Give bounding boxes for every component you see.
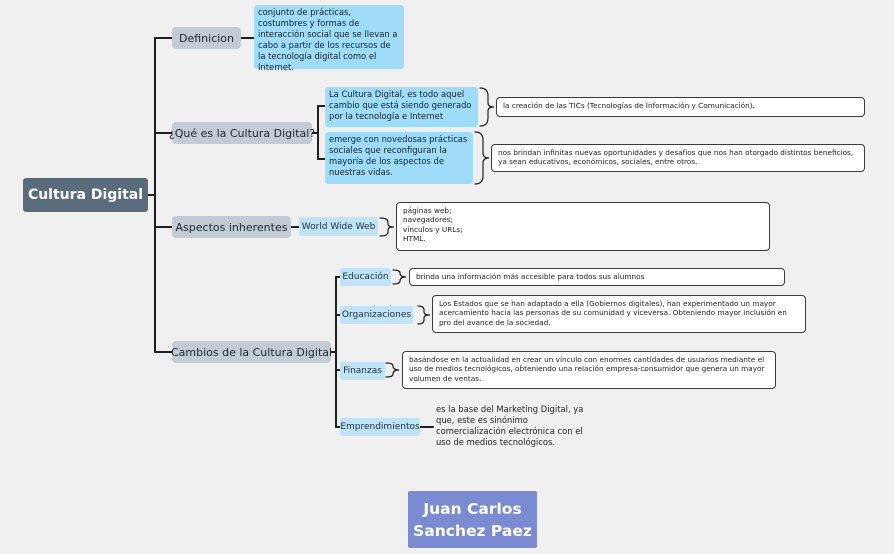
www-item: HTML. [403,234,426,244]
www-item: vínculos y URLs; [403,224,463,234]
que-es-item-2-detail: nos brindan infinitas nuevas oportunidad… [491,144,865,172]
author-last-name: Sanchez Paez [413,521,532,540]
branch-que-es-label: ¿Qué es la Cultura Digital? [168,126,316,140]
organizaciones-detail: Los Estados que se han adaptado a ella (… [432,295,806,333]
educacion-detail: brinda una información más accesible par… [409,268,785,286]
definicion-text: conjunto de prácticas, costumbres y form… [254,5,404,72]
que-es-item-1-detail: la creación de las TICs (Tecnologías de … [496,97,865,117]
sub-organizaciones[interactable]: Organizaciones [340,306,413,324]
sub-finanzas[interactable]: Finanzas [340,362,385,380]
sub-emprendimientos-label: Emprendimientos [340,422,420,432]
root-label: Cultura Digital [27,187,144,203]
branch-cambios-label: Cambios de la Cultura Digital [170,345,333,359]
que-es-item-2: emerge con novedosas prácticas sociales … [325,132,473,184]
www-item: navegadores; [403,215,453,225]
www-items: páginas web; navegadores; vínculos y URL… [396,202,770,251]
finanzas-detail: basándose en la actualidad en crear un v… [402,351,776,389]
branch-aspectos-label: Aspectos inherentes [175,220,288,234]
author-badge: Juan Carlos Sanchez Paez [408,491,537,548]
branch-definicion-label: Definicion [179,31,234,45]
emprendimientos-detail: es la base del Marketing Digital, ya que… [436,404,584,447]
sub-finanzas-label: Finanzas [343,366,382,376]
branch-aspectos[interactable]: Aspectos inherentes [172,216,291,238]
sub-educacion[interactable]: Educación [340,268,391,286]
que-es-item-1: La Cultura Digital, es todo aquel cambio… [325,87,478,127]
branch-cambios[interactable]: Cambios de la Cultura Digital [170,341,333,363]
branch-definicion[interactable]: Definicion [172,27,241,49]
sub-world-wide-web-label: World Wide Web [301,221,376,232]
sub-educacion-label: Educación [342,272,389,282]
www-item: páginas web; [403,206,452,215]
sub-world-wide-web[interactable]: World Wide Web [299,217,378,236]
author-first-name: Juan Carlos [423,499,522,518]
sub-emprendimientos[interactable]: Emprendimientos [340,418,420,436]
sub-organizaciones-label: Organizaciones [341,310,412,320]
root-node[interactable]: Cultura Digital [23,178,148,212]
branch-que-es[interactable]: ¿Qué es la Cultura Digital? [168,122,316,144]
